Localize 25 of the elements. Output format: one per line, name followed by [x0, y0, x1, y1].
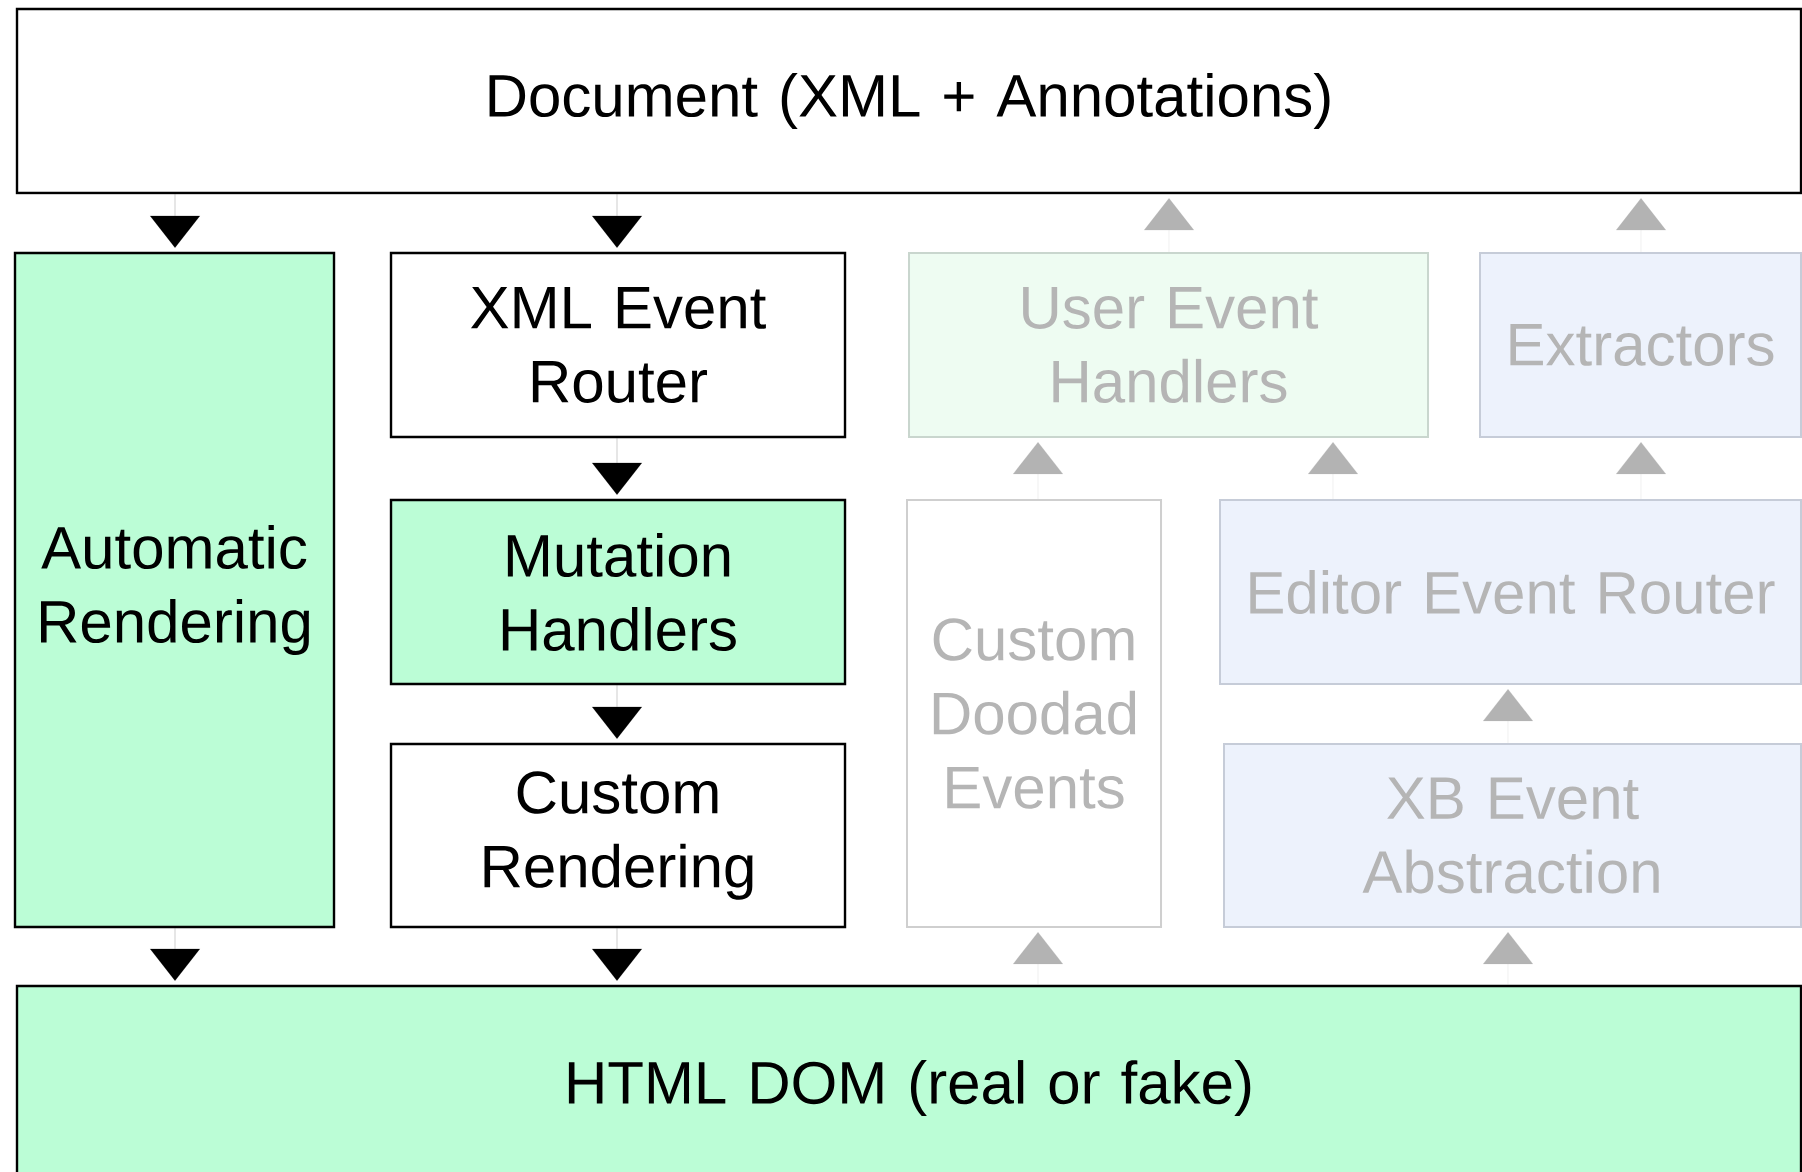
- process-box: User Event Handlers: [908, 252, 1429, 438]
- process-box: Mutation Handlers: [389, 498, 847, 686]
- process-box: Automatic Rendering: [13, 251, 336, 929]
- arrow: [150, 194, 200, 248]
- arrow: [1483, 932, 1533, 985]
- process-box: Document (XML + Annotations): [15, 7, 1802, 195]
- arrow: [1483, 689, 1533, 744]
- process-box: HTML DOM (real or fake): [15, 984, 1802, 1172]
- process-box: Custom Doodad Events: [906, 499, 1162, 928]
- arrow: [592, 685, 642, 739]
- process-box: Editor Event Router: [1219, 499, 1802, 685]
- arrow: [1144, 198, 1194, 253]
- arrow: [1013, 932, 1063, 985]
- process-box: Custom Rendering: [389, 742, 847, 929]
- arrow: [1308, 442, 1358, 500]
- arrow: [592, 194, 642, 248]
- process-box: Extractors: [1479, 252, 1802, 438]
- arrow: [592, 438, 642, 495]
- arrow: [1616, 198, 1666, 253]
- arrow: [150, 928, 200, 981]
- arrow: [1013, 442, 1063, 500]
- arrow: [1616, 442, 1666, 500]
- process-box: XML Event Router: [389, 251, 847, 439]
- process-box: XB Event Abstraction: [1223, 743, 1802, 928]
- arrow: [592, 928, 642, 981]
